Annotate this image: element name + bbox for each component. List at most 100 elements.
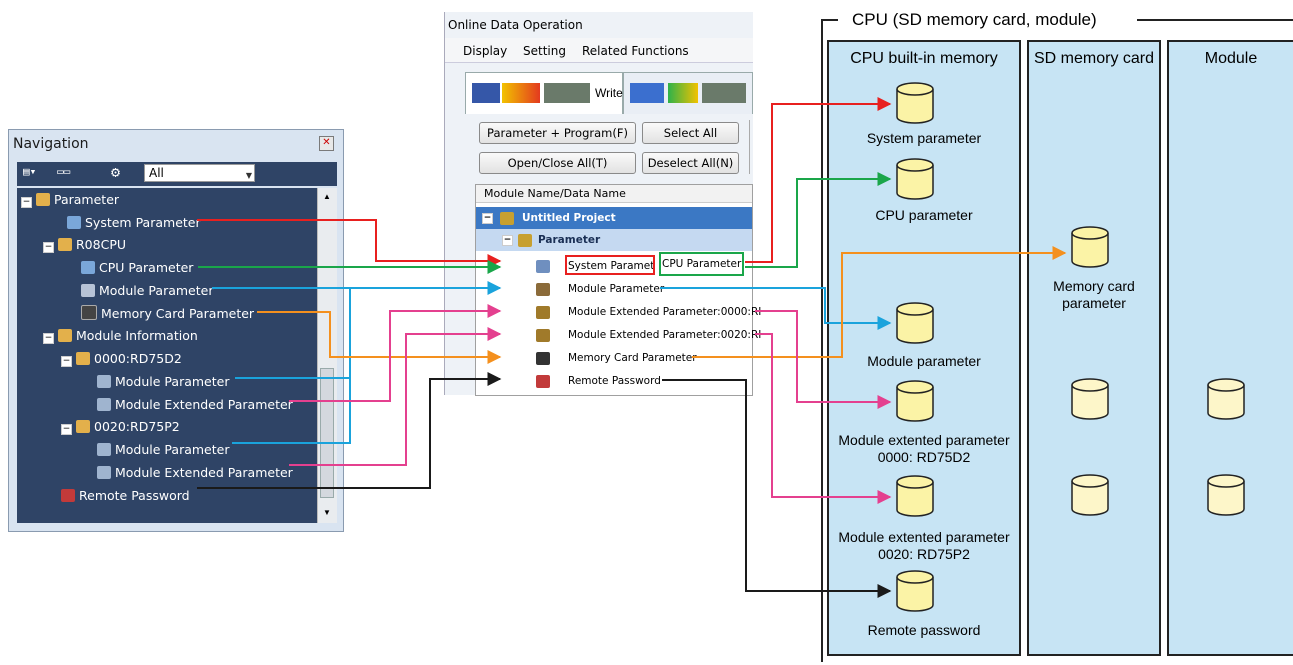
collapse-icon[interactable]: −	[43, 333, 54, 344]
wire-extended-0020-nav	[289, 327, 502, 466]
navigation-title: Navigation	[13, 136, 89, 152]
tree-item-module-information[interactable]: −Module Information	[43, 328, 198, 344]
module-icon	[81, 284, 95, 297]
collapse-icon[interactable]: −	[502, 235, 513, 246]
cpu-panel-title: CPU (SD memory card, module)	[846, 10, 1103, 30]
chevron-up-icon[interactable]: ▲	[323, 192, 331, 201]
parameter-icon	[536, 260, 550, 273]
tree-item-r08cpu[interactable]: −R08CPU	[43, 237, 127, 253]
row-module-extended-0000[interactable]: Module Extended Parameter:0000:RI	[476, 301, 761, 323]
collapse-icon[interactable]: −	[21, 197, 32, 208]
memory-card-icon	[81, 305, 97, 320]
tree-item-rd75p2[interactable]: −0020:RD75P2	[61, 419, 180, 435]
sd-empty-db-icon	[1071, 378, 1109, 420]
module-empty-db-icon	[1207, 474, 1245, 516]
wire-extended-0020-cpu	[755, 333, 892, 504]
row-parameter[interactable]: − Parameter	[476, 229, 752, 251]
wire-remote-password-cpu	[662, 379, 892, 598]
navigation-toolbar: ▤▾ ▭▭ ⚙ All ▼	[17, 162, 337, 186]
module-extended-0000-db-icon	[896, 380, 934, 422]
column-header: CPU built-in memory	[850, 50, 998, 67]
row-memory-card-parameter[interactable]: Memory Card Parameter	[476, 347, 752, 369]
module-extended-0020-db-label: Module extented parameter 0020: RD75P2	[838, 529, 1010, 562]
tree-item-module-extended-parameter-0000[interactable]: Module Extended Parameter	[97, 396, 293, 414]
expand-tree-icon[interactable]: ▤▾	[23, 165, 37, 178]
module-icon	[536, 283, 550, 296]
online-data-operation-window: Online Data Operation Display Setting Re…	[444, 12, 761, 396]
module-parameter-db-label: Module parameter	[867, 353, 981, 369]
tree-item-parameter[interactable]: −Parameter	[21, 192, 120, 208]
chevron-down-icon[interactable]: ▼	[323, 508, 331, 517]
collapse-icon[interactable]: −	[43, 242, 54, 253]
tree-item-module-parameter-0020[interactable]: Module Parameter	[97, 441, 229, 459]
memory-card-db-icon	[1071, 226, 1109, 268]
cpu-frame-left	[821, 19, 838, 662]
plc-icon	[544, 83, 590, 103]
parameter-program-button[interactable]: Parameter + Program(F)	[479, 122, 636, 144]
select-all-button[interactable]: Select All	[642, 122, 739, 144]
tab-write-label: Write	[595, 86, 623, 100]
computer-icon	[472, 83, 500, 103]
arrow-right-icon	[502, 83, 540, 103]
row-remote-password[interactable]: Remote Password	[476, 370, 752, 392]
filter-value: All	[149, 166, 164, 180]
parameter-icon	[81, 261, 95, 274]
menu-related-functions[interactable]: Related Functions	[582, 44, 689, 58]
tree-item-cpu-parameter[interactable]: CPU Parameter	[81, 259, 193, 277]
column-cpu-builtin-memory: CPU built-in memory	[827, 40, 1021, 656]
menu-setting[interactable]: Setting	[523, 44, 566, 58]
tree-item-remote-password[interactable]: Remote Password	[61, 487, 190, 505]
arrow-left-icon	[668, 83, 698, 103]
tree-item-module-parameter[interactable]: Module Parameter	[81, 282, 213, 300]
navigation-tree: −Parameter System Parameter −R08CPU CPU …	[17, 188, 317, 523]
remote-password-db-icon	[896, 570, 934, 612]
wire-module-parameter-0000	[235, 288, 351, 379]
tree-item-system-parameter[interactable]: System Parameter	[67, 214, 201, 232]
collapse-icon[interactable]: −	[61, 424, 72, 435]
system-parameter-db-icon	[896, 82, 934, 124]
cpu-parameter-db-icon	[896, 158, 934, 200]
tab-write[interactable]: Write	[465, 72, 623, 114]
gear-icon[interactable]: ⚙	[111, 163, 121, 181]
filter-select[interactable]: All ▼	[144, 164, 255, 182]
computer-icon	[630, 83, 664, 103]
tree-item-rd75d2[interactable]: −0000:RD75D2	[61, 351, 182, 367]
module-extended-0000-db-label: Module extented parameter 0000: RD75D2	[838, 432, 1010, 465]
module-icon	[536, 306, 550, 319]
collapse-tree-icon[interactable]: ▭▭	[57, 165, 71, 178]
tab-read[interactable]	[623, 72, 753, 114]
row-module-parameter[interactable]: Module Parameter	[476, 278, 752, 300]
memory-card-db-label: Memory card parameter	[1053, 278, 1135, 311]
memory-card-icon	[536, 352, 550, 365]
parameter-icon	[97, 466, 111, 479]
chevron-down-icon: ▼	[245, 171, 252, 180]
row-module-extended-0020[interactable]: Module Extended Parameter:0020:RI	[476, 324, 761, 346]
lock-icon	[61, 489, 75, 502]
folder-icon	[76, 352, 90, 365]
column-module: Module	[1167, 40, 1293, 656]
close-icon[interactable]: ✕	[319, 136, 334, 151]
deselect-all-button[interactable]: Deselect All(N)	[642, 152, 739, 174]
system-parameter-db-label: System parameter	[866, 130, 982, 146]
row-system-cpu-parameter[interactable]: System Parameter CPU Parameter	[476, 252, 752, 277]
open-close-all-button[interactable]: Open/Close All(T)	[479, 152, 636, 174]
wire-extended-0000-cpu	[755, 310, 892, 409]
cpu-parameter-db-label: CPU parameter	[875, 207, 973, 223]
project-icon	[500, 212, 514, 225]
collapse-icon[interactable]: −	[61, 356, 72, 367]
row-untitled-project[interactable]: − Untitled Project	[476, 207, 752, 229]
module-extended-0020-db-icon	[896, 475, 934, 517]
parameter-icon	[67, 216, 81, 229]
data-list: Module Name/Data Name − Untitled Project…	[475, 184, 761, 396]
module-icon	[536, 329, 550, 342]
tree-item-module-parameter-0000[interactable]: Module Parameter	[97, 373, 229, 391]
tree-item-module-extended-parameter-0020[interactable]: Module Extended Parameter	[97, 464, 293, 482]
tree-item-memory-card-parameter[interactable]: Memory Card Parameter	[81, 305, 254, 323]
cpu-parameter-label: CPU Parameter	[659, 252, 744, 276]
wire-cpu-parameter-cpu	[745, 172, 892, 268]
collapse-icon[interactable]: −	[482, 213, 493, 224]
folder-icon	[58, 238, 72, 251]
module-parameter-db-icon	[896, 302, 934, 344]
wire-memory-card-cpu	[692, 246, 1067, 358]
menu-display[interactable]: Display	[463, 44, 508, 58]
